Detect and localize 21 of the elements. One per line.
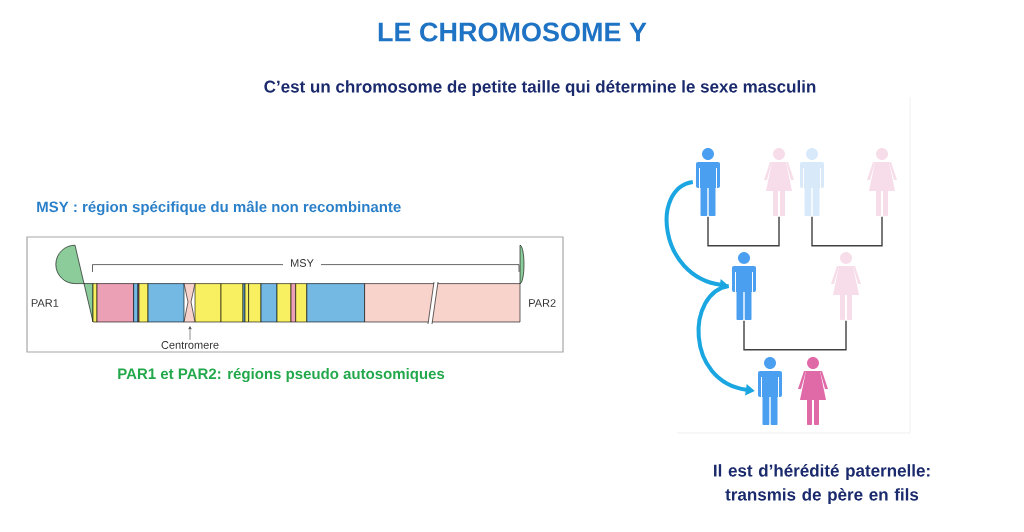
subtitle: C’est un chromosome de petite taille qui détermine le sexe masculin	[264, 80, 816, 96]
region-label: PAR2	[529, 299, 556, 307]
woman-icon	[798, 357, 828, 425]
woman-icon	[764, 148, 794, 216]
region-label: PAR1	[31, 299, 59, 307]
title: LE CHROMOSOME Y	[378, 22, 647, 42]
man-icon	[732, 252, 756, 320]
couple-line	[811, 216, 883, 247]
part-label: Centromere	[161, 341, 219, 349]
man-icon	[696, 148, 720, 216]
couple-line	[707, 216, 780, 247]
man-icon	[758, 357, 782, 425]
heading: MSY : région spécifique du mâle non recombinante	[37, 200, 401, 216]
couple-line	[743, 320, 847, 351]
leader-line	[188, 326, 192, 341]
heading: PAR1 et PAR2: régions pseudo autosomiques	[118, 367, 445, 383]
region-label: MSY	[291, 259, 314, 267]
woman-icon	[867, 148, 897, 216]
woman-icon	[831, 252, 861, 320]
caption-text: Il est d’hérédité paternelle: transmis de père en fils	[714, 464, 930, 504]
man-icon	[800, 148, 824, 216]
